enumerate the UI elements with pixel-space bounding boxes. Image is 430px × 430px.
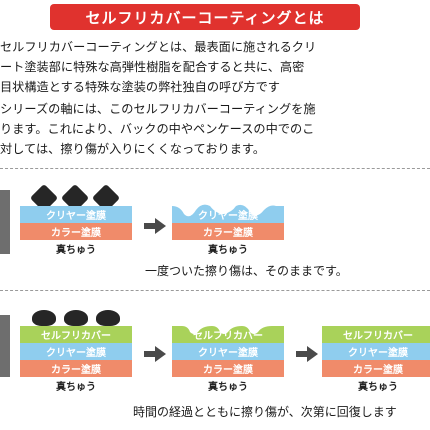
core-layer-label: 真ちゅう — [56, 382, 96, 393]
color-layer-label: カラー塗膜 — [203, 365, 253, 376]
color-layer: カラー塗膜 — [172, 360, 284, 377]
clear-layer: クリヤー塗膜 — [20, 206, 132, 223]
clear-layer-label: クリヤー塗膜 — [46, 348, 106, 359]
self-recover-layer-label: セルフリカバー — [193, 331, 263, 342]
clear-layer-label: クリヤー塗膜 — [348, 348, 408, 359]
scratch-icon — [32, 310, 56, 326]
scratch-icon — [64, 310, 88, 326]
core-layer-label: 真ちゅう — [208, 245, 248, 256]
self-recover-layer: セルフリカバー — [20, 326, 132, 343]
dented-recover-layer — [172, 326, 284, 344]
color-layer-label: カラー塗膜 — [51, 228, 101, 239]
core-layer: 真ちゅう — [20, 240, 132, 257]
core-layer: 真ちゅう — [322, 377, 430, 394]
self-recover-layer: セルフリカバー — [322, 326, 430, 343]
scratched-clear-layer — [172, 204, 284, 224]
color-layer-label: カラー塗膜 — [203, 228, 253, 239]
paragraph-1-line-2: ート塗装部に特殊な高弾性樹脂を配合すると共に、高密 — [0, 60, 305, 74]
arrow-right-icon — [144, 346, 166, 362]
section-divider — [0, 168, 430, 169]
section-tab-recover — [0, 315, 10, 377]
paragraph-1-line-1: セルフリカバーコーティングとは、最表面に施されるクリ — [0, 40, 317, 54]
paragraph-1-line-3: 目状構造とする特殊な塗装の弊社独自の呼び方です — [0, 80, 280, 94]
recover-middle-stack: セルフリカバー クリヤー塗膜 カラー塗膜 真ちゅう — [172, 310, 284, 395]
normal-before-stack: クリヤー塗膜 カラー塗膜 真ちゅう — [20, 183, 132, 266]
paragraph-2-line-1: シリーズの軸には、このセルフリカバーコーティングを施 — [0, 102, 316, 116]
clear-layer-label: クリヤー塗膜 — [198, 348, 258, 359]
core-layer-label: 真ちゅう — [358, 382, 398, 393]
core-layer: 真ちゅう — [20, 377, 132, 394]
color-layer: カラー塗膜 — [20, 223, 132, 240]
core-layer-label: 真ちゅう — [56, 245, 96, 256]
clear-layer: クリヤー塗膜 — [172, 206, 284, 223]
recover-caption: 時間の経過とともに擦り傷が、次第に回復します — [133, 405, 397, 419]
core-layer-label: 真ちゅう — [208, 382, 248, 393]
paragraph-2-line-2: ります。これにより、バックの中やペンケースの中でのこ — [0, 122, 315, 136]
clear-layer: クリヤー塗膜 — [172, 343, 284, 360]
scratch-icon — [96, 310, 120, 326]
paragraph-2-line-3: 対しては、擦り傷が入りにくくなっております。 — [0, 142, 266, 156]
clear-layer: クリヤー塗膜 — [20, 343, 132, 360]
core-layer: 真ちゅう — [172, 240, 284, 257]
core-layer: 真ちゅう — [172, 377, 284, 394]
self-recover-layer: セルフリカバー — [172, 326, 284, 343]
clear-layer-label: クリヤー塗膜 — [46, 211, 106, 222]
normal-caption: 一度ついた擦り傷は、そのままです。 — [145, 264, 348, 278]
color-layer: カラー塗膜 — [172, 223, 284, 240]
recover-before-stack: セルフリカバー クリヤー塗膜 カラー塗膜 真ちゅう — [20, 310, 132, 395]
page-title: セルフリカバーコーティングとは — [85, 8, 325, 27]
arrow-right-icon — [296, 346, 318, 362]
color-layer-label: カラー塗膜 — [51, 365, 101, 376]
arrow-right-icon — [144, 218, 166, 234]
color-layer: カラー塗膜 — [20, 360, 132, 377]
section-tab-normal — [0, 190, 10, 254]
title-banner: セルフリカバーコーティングとは — [50, 4, 360, 30]
clear-layer: クリヤー塗膜 — [322, 343, 430, 360]
normal-after-stack: クリヤー塗膜 カラー塗膜 真ちゅう — [172, 186, 284, 266]
color-layer: カラー塗膜 — [322, 360, 430, 377]
color-layer-label: カラー塗膜 — [353, 365, 403, 376]
recover-after-stack: セルフリカバー クリヤー塗膜 カラー塗膜 真ちゅう — [322, 310, 430, 395]
self-recover-layer-label: セルフリカバー — [41, 331, 111, 342]
section-divider — [0, 290, 430, 291]
self-recover-layer-label: セルフリカバー — [343, 331, 413, 342]
clear-layer-label: クリヤー塗膜 — [198, 211, 258, 222]
